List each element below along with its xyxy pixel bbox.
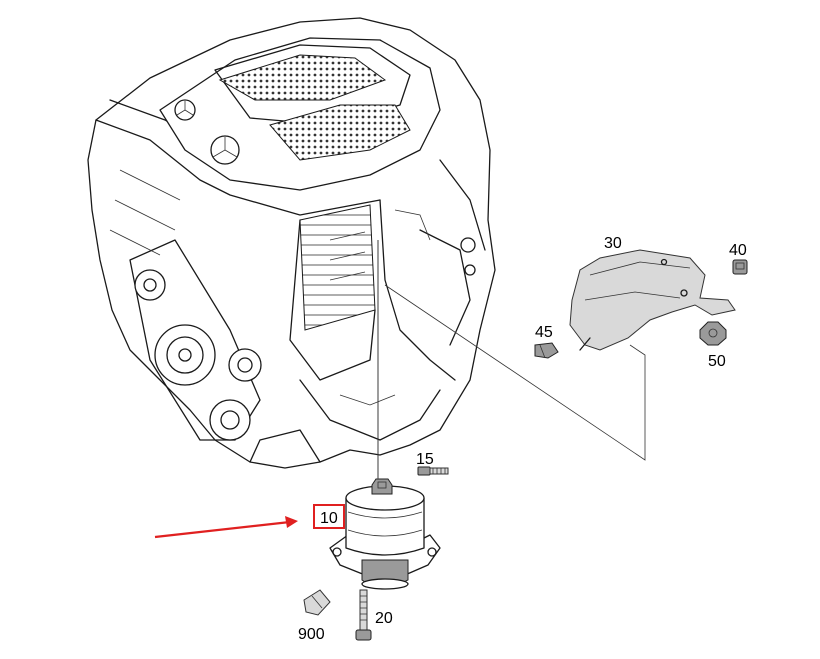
cap-part-900 bbox=[303, 589, 331, 616]
callout-45: 45 bbox=[535, 324, 553, 341]
callout-15: 15 bbox=[416, 451, 434, 468]
engine-mount-part-10 bbox=[329, 478, 441, 590]
heat-shield-part-30 bbox=[569, 249, 736, 351]
leader-lines bbox=[377, 240, 646, 492]
clip-part-45 bbox=[534, 342, 559, 359]
nut-part-50 bbox=[699, 321, 727, 346]
highlight-arrow bbox=[154, 516, 298, 539]
callout-10: 10 bbox=[320, 510, 338, 527]
callout-40: 40 bbox=[729, 242, 747, 259]
clip-part-40 bbox=[732, 259, 748, 275]
bolt-part-15 bbox=[417, 466, 449, 476]
engine-assembly bbox=[87, 17, 496, 469]
callout-30: 30 bbox=[604, 235, 622, 252]
callout-50: 50 bbox=[708, 353, 726, 370]
highlight-box bbox=[313, 504, 345, 529]
callout-20: 20 bbox=[375, 610, 393, 627]
callout-900: 900 bbox=[298, 626, 325, 643]
bolt-part-20 bbox=[355, 589, 372, 641]
